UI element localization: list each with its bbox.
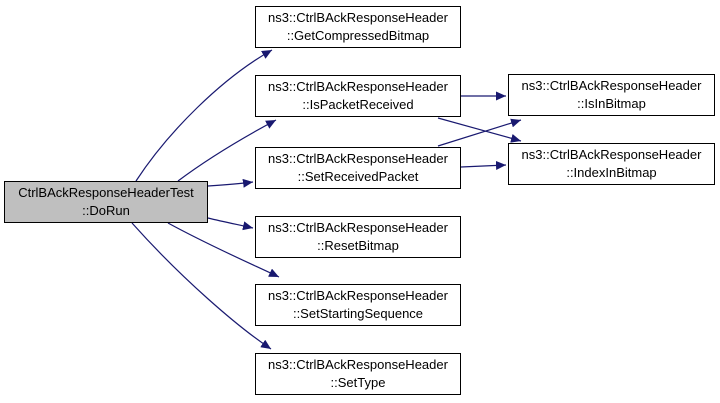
node-setreceivedpacket[interactable]: ns3::CtrlBAckResponseHeader ::SetReceive… (255, 147, 461, 189)
node-isinbitmap-class: ns3::CtrlBAckResponseHeader (521, 78, 702, 93)
node-settype-method: ::SetType (330, 375, 386, 390)
node-indexinbitmap[interactable]: ns3::CtrlBAckResponseHeader ::IndexInBit… (508, 143, 715, 185)
node-setreceivedpacket-method: ::SetReceivedPacket (297, 169, 419, 184)
edge-ispacketreceived-to-indexinbitmap (437, 117, 522, 143)
edge-dorun-to-resetbitmap (207, 217, 254, 231)
node-ispacketreceived[interactable]: ns3::CtrlBAckResponseHeader ::IsPacketRe… (255, 75, 461, 117)
node-isinbitmap-method: ::IsInBitmap (577, 96, 646, 111)
node-dorun-method: ::DoRun (82, 203, 130, 218)
edge-dorun-to-setstartingsequence (167, 222, 280, 278)
edge-setreceivedpacket-to-indexinbitmap (460, 160, 507, 170)
edge-dorun-to-settype (131, 222, 272, 350)
edge-dorun-to-ispacketreceived (177, 119, 277, 182)
node-getcompressedbitmap-method: ::GetCompressedBitmap (286, 28, 430, 43)
node-setstartingsequence-class: ns3::CtrlBAckResponseHeader (268, 288, 448, 303)
node-ispacketreceived-method: ::IsPacketReceived (302, 97, 414, 112)
node-isinbitmap[interactable]: ns3::CtrlBAckResponseHeader ::IsInBitmap (508, 74, 715, 116)
node-dorun: CtrlBAckResponseHeaderTest ::DoRun (4, 181, 208, 223)
node-resetbitmap-method: ::ResetBitmap (317, 238, 399, 253)
node-getcompressedbitmap[interactable]: ns3::CtrlBAckResponseHeader ::GetCompres… (255, 6, 461, 48)
node-settype-class: ns3::CtrlBAckResponseHeader (268, 357, 448, 372)
node-setstartingsequence-method: ::SetStartingSequence (292, 306, 424, 321)
edge-dorun-to-getcompressedbitmap (135, 49, 273, 182)
node-resetbitmap[interactable]: ns3::CtrlBAckResponseHeader ::ResetBitma… (255, 216, 461, 258)
node-setstartingsequence[interactable]: ns3::CtrlBAckResponseHeader ::SetStartin… (255, 284, 461, 326)
node-getcompressedbitmap-class: ns3::CtrlBAckResponseHeader (268, 10, 448, 25)
node-ispacketreceived-class: ns3::CtrlBAckResponseHeader (268, 79, 448, 94)
edge-setreceivedpacket-to-isinbitmap (437, 118, 522, 147)
node-setreceivedpacket-class: ns3::CtrlBAckResponseHeader (268, 151, 448, 166)
node-settype[interactable]: ns3::CtrlBAckResponseHeader ::SetType (255, 353, 461, 395)
node-dorun-class: CtrlBAckResponseHeaderTest (18, 185, 194, 200)
edge-dorun-to-setreceivedpacket (207, 178, 254, 188)
node-indexinbitmap-method: ::IndexInBitmap (566, 165, 657, 180)
node-indexinbitmap-class: ns3::CtrlBAckResponseHeader (521, 147, 702, 162)
node-resetbitmap-class: ns3::CtrlBAckResponseHeader (268, 220, 448, 235)
